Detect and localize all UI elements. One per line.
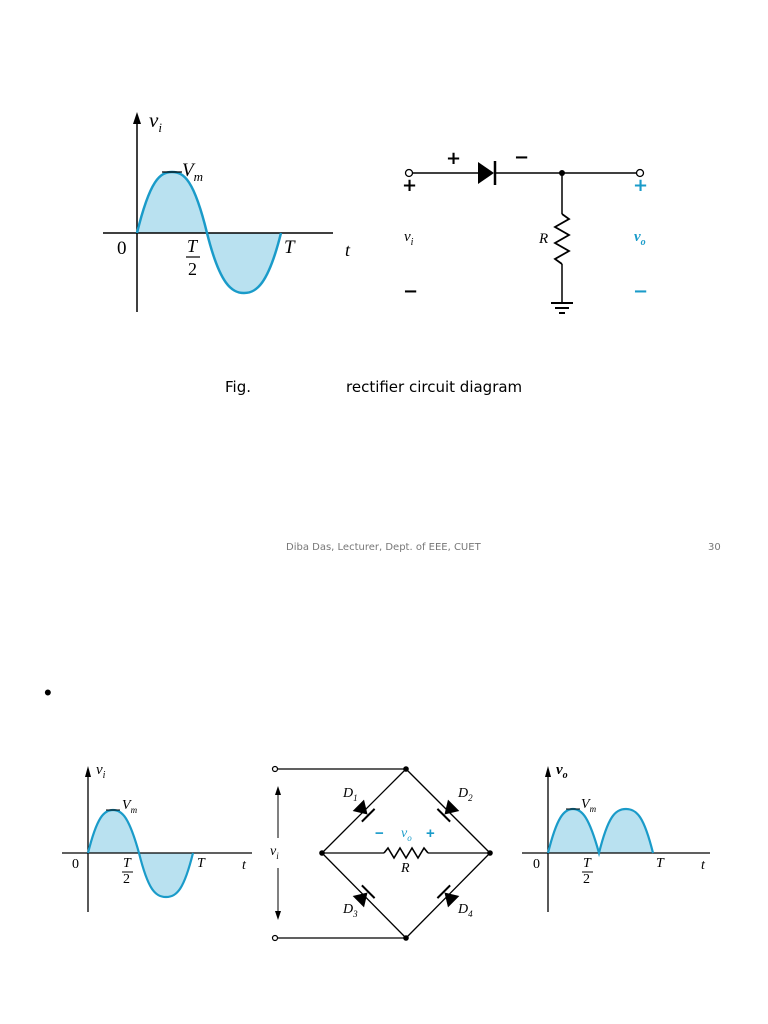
footer-author: Diba Das, Lecturer, Dept. of EEE, CUET [286, 542, 481, 553]
diode-d4-label: D4 [458, 902, 473, 919]
bridge-resistor-label: R [401, 861, 410, 876]
origin-label: 0 [117, 238, 127, 259]
figure-caption-prefix: Fig. [225, 378, 251, 396]
output-voltage-label: vo [634, 229, 646, 248]
wave-peak-label: Vm [122, 798, 138, 815]
diode-anode-sign: + [446, 148, 462, 169]
figure-caption-text: rectifier circuit diagram [346, 378, 523, 396]
resistor-symbol [553, 213, 571, 265]
diode-d2-label: D2 [458, 786, 473, 803]
wave-half-period-num: T [123, 856, 131, 871]
out-wave-origin-label: 0 [533, 857, 540, 872]
period-label: T [284, 237, 295, 258]
footer-page-number: 30 [708, 542, 721, 553]
bridge-output-label: vo [401, 826, 412, 843]
sine-curve [135, 170, 283, 295]
bridge-output-plus: + [426, 825, 435, 842]
input-voltage-label: vi [404, 229, 414, 248]
out-wave-t-label: t [701, 858, 705, 873]
diode-cathode-sign: − [514, 147, 530, 168]
positive-lobe-fill [137, 172, 207, 233]
y-axis-label: vi [149, 108, 162, 136]
output-plus-sign: + [633, 175, 649, 196]
peak-label: Vm [182, 160, 203, 184]
wave-half-period-den: 2 [123, 872, 130, 887]
bridge-resistor-symbol [383, 846, 429, 860]
diode-d2-symbol [436, 799, 460, 823]
diode-d3-symbol [352, 884, 376, 908]
bridge-input-label: vi [270, 844, 279, 861]
wave-period-label: T [197, 856, 205, 871]
bridge-output-minus: − [375, 825, 384, 842]
wave-y-label: vi [96, 762, 106, 781]
negative-lobe-fill [207, 233, 281, 293]
out-wave-half-period-den: 2 [583, 872, 590, 887]
input-plus-sign: + [402, 175, 418, 196]
input-minus-sign: − [403, 281, 419, 302]
out-wave-half-period-num: T [583, 856, 591, 871]
diode-d1-label: D1 [343, 786, 358, 803]
resistor-label: R [539, 231, 549, 247]
out-wave-peak-label: Vm [581, 797, 597, 814]
bullet-point: • [44, 680, 52, 705]
diode-symbol [478, 162, 494, 184]
wave-t-label: t [242, 858, 246, 873]
output-minus-sign: − [633, 281, 649, 302]
wave-origin-label: 0 [72, 857, 79, 872]
out-wave-y-label: vo [556, 762, 568, 781]
diode-d1-symbol [352, 799, 376, 823]
half-period-denominator: 2 [188, 259, 197, 279]
diode-d4-symbol [436, 884, 460, 908]
out-wave-period-label: T [656, 856, 664, 871]
diode-d3-label: D3 [343, 902, 358, 919]
half-period-numerator: T [187, 236, 198, 256]
time-axis-label: t [345, 240, 351, 260]
